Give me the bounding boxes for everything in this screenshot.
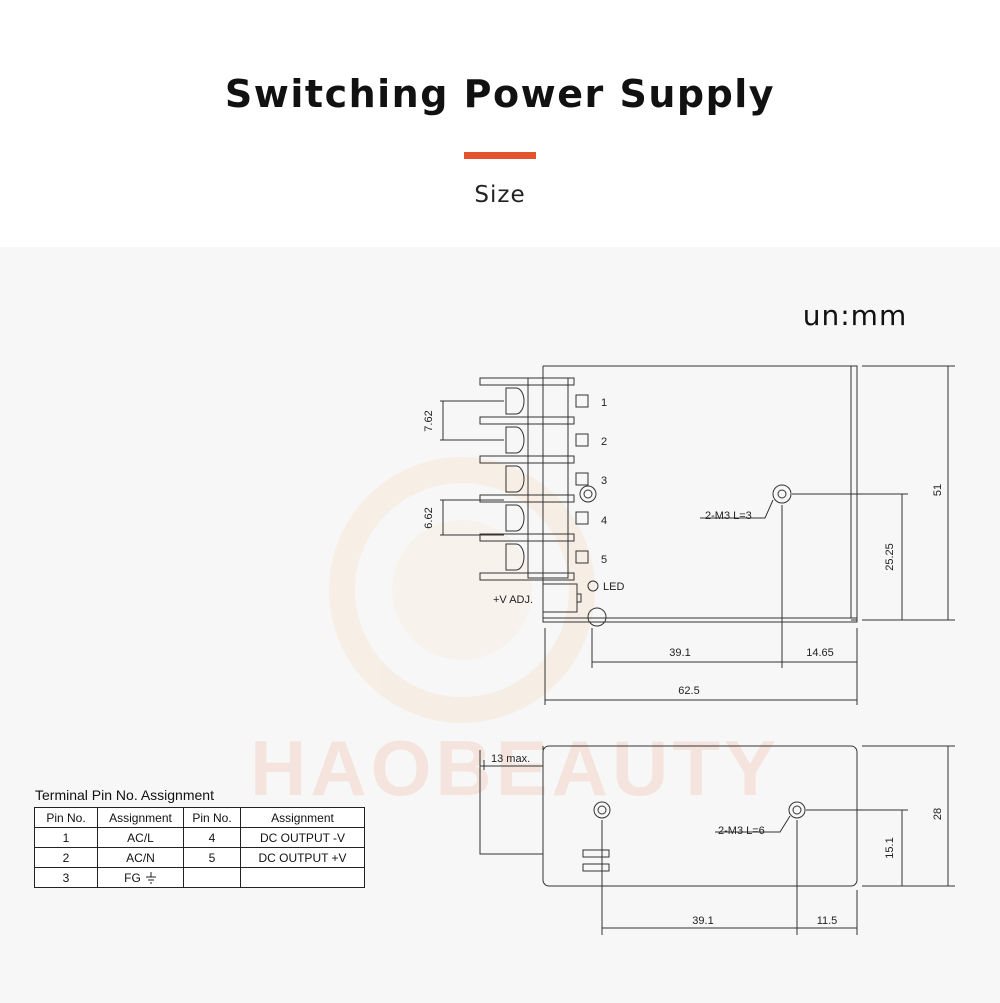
watermark-text: HAOBEAUTY (250, 724, 780, 812)
terminal-screw-4 (505, 504, 525, 532)
dim-hole-height: 25.25 (884, 543, 896, 571)
top-view (440, 365, 955, 705)
pin-marker-1 (575, 394, 589, 408)
side-screw-label: 2-M3 L=6 (718, 825, 765, 837)
header-assignment-2: Assignment (240, 807, 365, 828)
table-cell: DC OUTPUT +V (240, 847, 365, 868)
pin-label-3: 3 (601, 475, 607, 487)
pin-table-caption: Terminal Pin No. Assignment (35, 787, 214, 803)
table-cell: 5 (183, 847, 241, 868)
side-dim-hole-height: 15.1 (884, 837, 896, 858)
terminal-screw-3 (505, 465, 525, 493)
top-screw-label: 2-M3 L=3 (705, 510, 752, 522)
table-cell: AC/N (97, 847, 184, 868)
table-row: 2 AC/N 5 DC OUTPUT +V (34, 847, 365, 868)
side-view (479, 745, 955, 935)
side-dim-height: 28 (932, 808, 944, 820)
pin-marker-3 (575, 472, 589, 486)
vent-slot-1 (582, 849, 610, 858)
table-cell: 4 (183, 827, 241, 848)
pin-marker-5 (575, 550, 589, 564)
dim-width: 62.5 (678, 685, 699, 697)
table-cell: AC/L (97, 827, 184, 848)
side-dim-hole-x: 39.1 (692, 915, 713, 927)
table-row: 3 FG (34, 867, 365, 888)
mount-hole-left (579, 485, 597, 503)
unit-label: un:mm (803, 299, 907, 332)
table-cell (183, 867, 241, 888)
side-dim-hole-edge: 11.5 (817, 915, 838, 927)
side-mount-hole-left (593, 801, 611, 819)
side-mount-hole-right (788, 801, 806, 819)
dim-terminal-max: 13 max. (491, 753, 530, 765)
table-cell: 2 (34, 847, 98, 868)
led-indicator (587, 580, 599, 592)
page-header: Switching Power Supply Size (0, 0, 1000, 247)
pin-marker-2 (575, 433, 589, 447)
vent-slot-2 (582, 863, 610, 872)
table-row: 1 AC/L 4 DC OUTPUT -V (34, 827, 365, 848)
pin-assignment-table: Pin No. Assignment Pin No. Assignment 1 … (34, 807, 365, 888)
pin-marker-4 (575, 511, 589, 525)
watermark-logo (329, 457, 595, 723)
terminal-screw-1 (505, 387, 525, 415)
header-pin-no-2: Pin No. (183, 807, 241, 828)
fg-label: FG (124, 870, 141, 885)
pin-label-2: 2 (601, 436, 607, 448)
earth-ground-icon (145, 872, 156, 884)
terminal-screw-2 (505, 426, 525, 454)
pin-label-4: 4 (601, 515, 607, 527)
header-pin-no: Pin No. (34, 807, 98, 828)
dim-height: 51 (932, 484, 944, 496)
table-cell (240, 867, 365, 888)
pin-label-5: 5 (601, 554, 607, 566)
page-subtitle: Size (474, 182, 526, 208)
dim-pitch-a: 7.62 (423, 410, 435, 431)
dim-hole-x: 39.1 (669, 647, 690, 659)
table-cell: 3 (34, 867, 98, 888)
table-header-row: Pin No. Assignment Pin No. Assignment (34, 807, 365, 828)
v-adj-label: +V ADJ. (493, 594, 533, 606)
table-cell-fg: FG (97, 867, 184, 888)
table-cell: DC OUTPUT -V (240, 827, 365, 848)
dim-hole-edge: 14.65 (806, 647, 834, 659)
pin-label-1: 1 (601, 397, 607, 409)
dim-pitch-b: 6.62 (423, 507, 435, 528)
header-assignment: Assignment (97, 807, 184, 828)
led-label: LED (603, 581, 624, 593)
base-plate (542, 617, 858, 623)
terminal-screw-5 (505, 543, 525, 571)
table-cell: 1 (34, 827, 98, 848)
mount-hole-right (772, 484, 792, 504)
page-title: Switching Power Supply (224, 72, 776, 116)
title-accent-bar (464, 152, 536, 159)
